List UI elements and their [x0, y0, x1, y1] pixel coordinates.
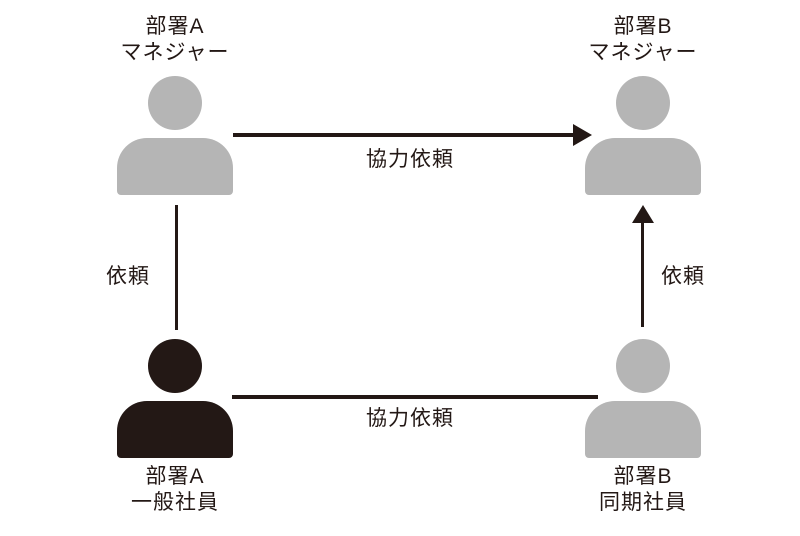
edge-line-managers — [233, 133, 574, 137]
edge-line-dept-a — [175, 205, 178, 330]
person-head — [616, 76, 670, 130]
node-label-line1: 部署B — [613, 465, 673, 488]
person-head — [148, 76, 202, 130]
person-icon — [585, 339, 701, 458]
person-icon — [117, 339, 233, 458]
node-label-line2: マネジャー — [120, 41, 230, 64]
node-dept-a-staff: 部署A 一般社員 — [95, 339, 255, 516]
edge-label-top: 協力依頼 — [366, 148, 454, 171]
edge-line-dept-b — [641, 222, 644, 327]
node-dept-b-peer: 部署B 同期社員 — [563, 339, 723, 516]
edge-label-left: 依頼 — [106, 265, 150, 288]
node-label: 部署A マネジャー — [95, 14, 255, 66]
node-label-line1: 部署B — [613, 15, 673, 38]
person-icon — [117, 76, 233, 195]
node-label-line2: マネジャー — [588, 41, 698, 64]
person-body — [117, 401, 233, 458]
node-label: 部署A 一般社員 — [95, 464, 255, 516]
node-dept-a-manager: 部署A マネジャー — [95, 14, 255, 195]
node-label-line1: 部署A — [145, 15, 205, 38]
edge-label-right: 依頼 — [661, 265, 705, 288]
node-label: 部署B マネジャー — [563, 14, 723, 66]
arrowhead-right-icon — [573, 124, 592, 146]
arrowhead-up-icon — [632, 205, 654, 223]
edge-label-bottom: 協力依頼 — [366, 407, 454, 430]
person-body — [585, 138, 701, 195]
person-head — [616, 339, 670, 393]
node-label-line2: 一般社員 — [131, 491, 219, 514]
person-head — [148, 339, 202, 393]
person-body — [585, 401, 701, 458]
person-icon — [585, 76, 701, 195]
node-label: 部署B 同期社員 — [563, 464, 723, 516]
node-dept-b-manager: 部署B マネジャー — [563, 14, 723, 195]
person-body — [117, 138, 233, 195]
edge-line-staff — [232, 395, 598, 399]
node-label-line2: 同期社員 — [599, 491, 687, 514]
node-label-line1: 部署A — [145, 465, 205, 488]
